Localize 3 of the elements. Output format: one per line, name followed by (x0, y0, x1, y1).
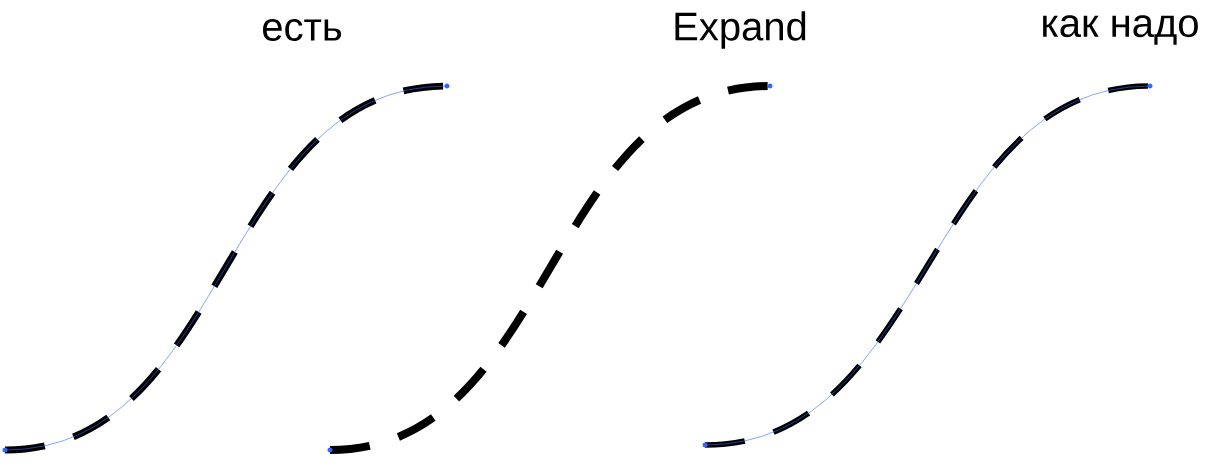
heading-label: Expand (675, 11, 806, 49)
heading-label: как надо (1043, 15, 1198, 45)
heading-label: есть (263, 19, 342, 41)
